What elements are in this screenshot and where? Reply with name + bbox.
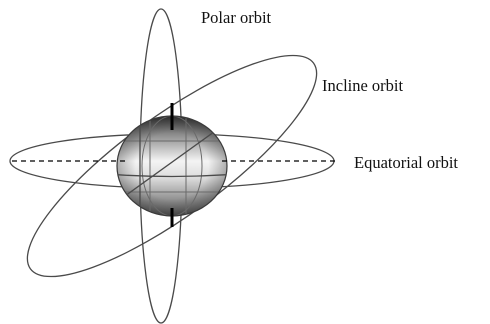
- polar-orbit-label: Polar orbit: [201, 8, 272, 27]
- equatorial-orbit-front: [117, 160, 227, 178]
- equatorial-orbit-label: Equatorial orbit: [354, 153, 459, 172]
- globe-grid: [117, 116, 227, 216]
- earth-globe: [116, 115, 228, 217]
- incline-orbit-label: Incline orbit: [322, 76, 404, 95]
